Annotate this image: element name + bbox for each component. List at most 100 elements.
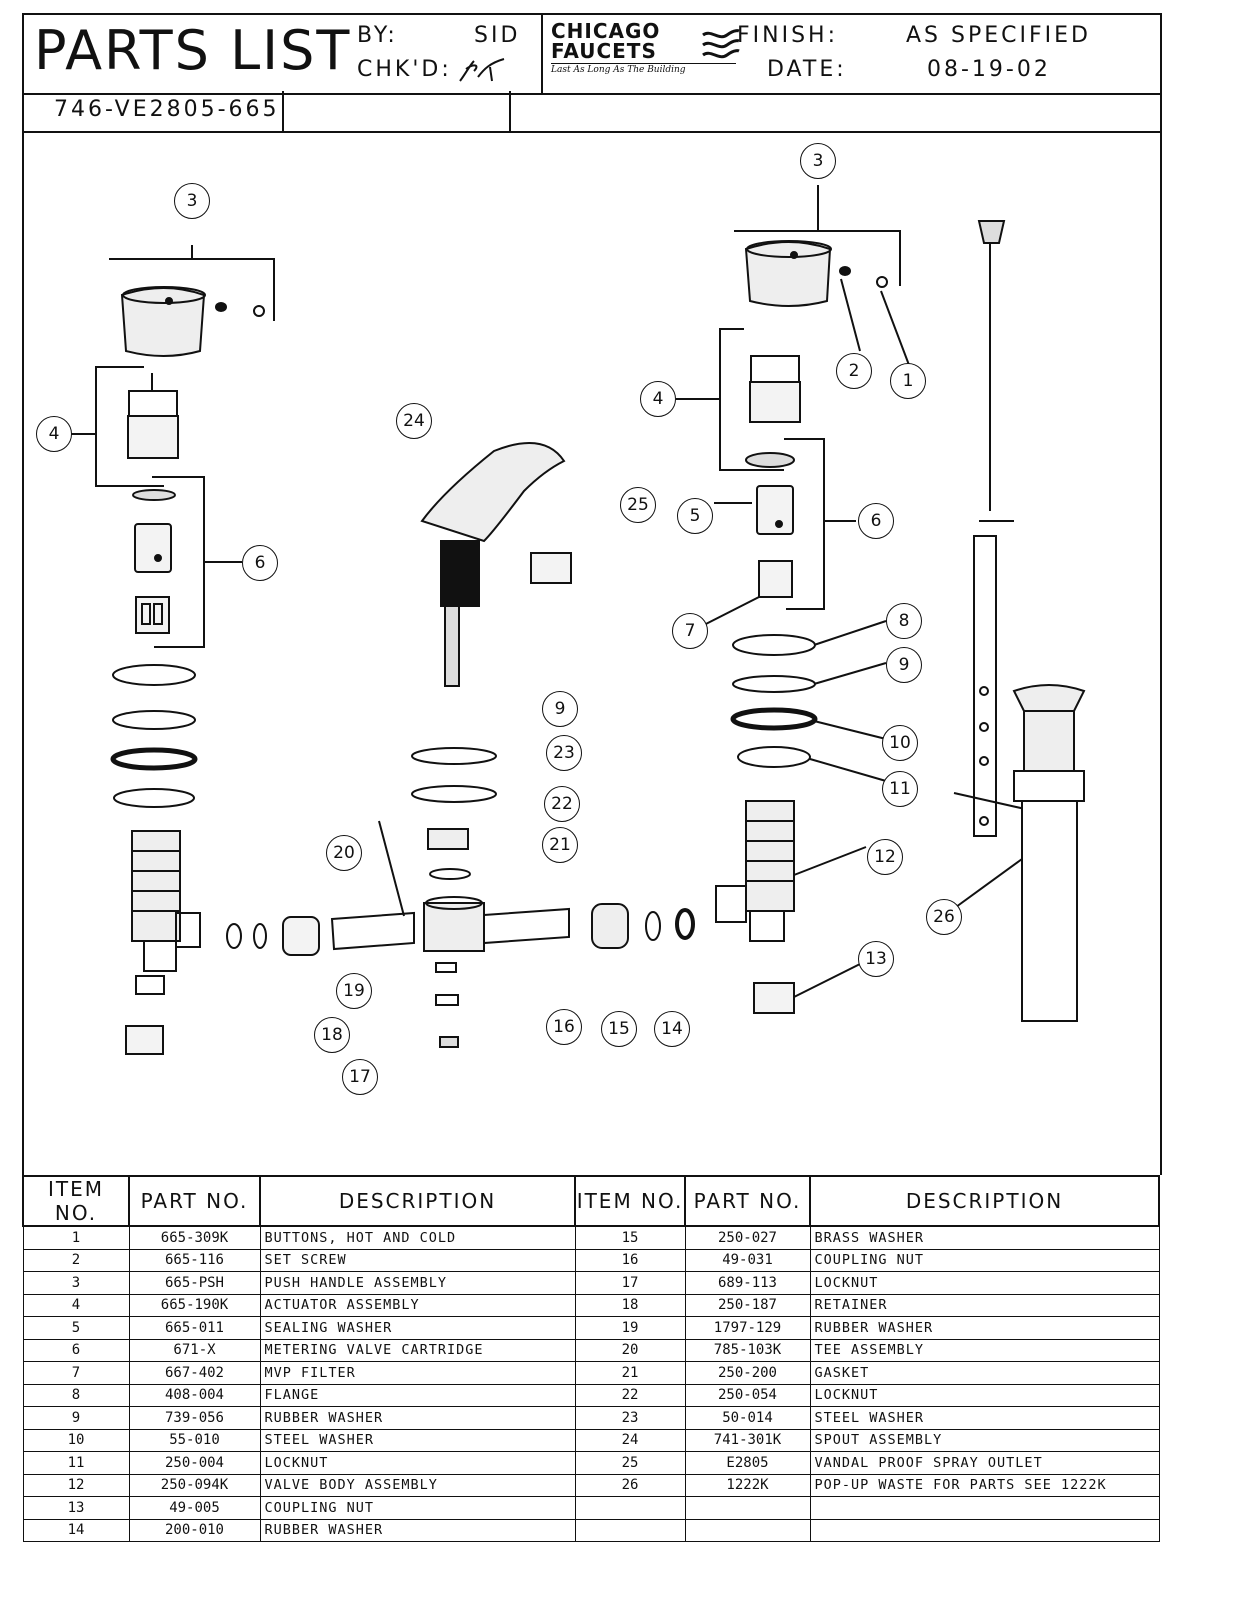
checked-label: CHK'D: [357, 57, 452, 82]
col-description-2: DESCRIPTION [809, 1175, 1160, 1227]
col-item-no: ITEM NO. [22, 1175, 130, 1227]
balloon-12: 12 [867, 839, 903, 875]
balloon-18: 18 [314, 1017, 350, 1053]
part-no-cell: 250-054 [684, 1383, 811, 1407]
item-no-cell: 19 [574, 1316, 686, 1340]
item-no-cell: 4 [22, 1293, 130, 1317]
part-no-cell: 1797-129 [684, 1316, 811, 1340]
part-no-cell: 50-014 [684, 1406, 811, 1430]
balloon-4-left: 4 [36, 416, 72, 452]
parts-list-sheet: PARTS LIST BY: SID CHK'D: CHICAGO FAUCET… [22, 13, 1162, 1560]
model-number: 746-VE2805-665 [54, 97, 280, 122]
item-no-cell: 18 [574, 1293, 686, 1317]
item-no-cell: 2 [22, 1248, 130, 1272]
title-divider [541, 15, 543, 93]
description-cell: BUTTONS, HOT AND COLD [259, 1225, 576, 1250]
description-cell: SPOUT ASSEMBLY [809, 1428, 1160, 1452]
item-no-cell: 17 [574, 1271, 686, 1295]
chicago-faucets-logo: CHICAGO FAUCETS Last As Long As The Buil… [551, 21, 766, 83]
part-no-cell [684, 1496, 811, 1520]
description-cell: RETAINER [809, 1293, 1160, 1317]
description-cell: STEEL WASHER [809, 1406, 1160, 1430]
col-description: DESCRIPTION [259, 1175, 576, 1227]
description-cell: METERING VALVE CARTRIDGE [259, 1338, 576, 1362]
left-valve-body-icon [131, 830, 201, 995]
item-no-cell: 13 [22, 1496, 130, 1520]
part-no-cell: 200-010 [128, 1518, 261, 1542]
checked-signature [459, 58, 505, 82]
balloon-16: 16 [546, 1009, 582, 1045]
col-item-no-2: ITEM NO. [574, 1175, 686, 1227]
item-no-cell [574, 1518, 686, 1542]
col-part-no-2: PART NO. [684, 1175, 811, 1227]
balloon-17: 17 [342, 1059, 378, 1095]
balloon-10: 10 [882, 725, 918, 761]
part-no-cell: 739-056 [128, 1406, 261, 1430]
col-part-no: PART NO. [128, 1175, 261, 1227]
tee-assembly-icon [330, 896, 570, 952]
description-cell: RUBBER WASHER [259, 1406, 576, 1430]
logo-line-1: CHICAGO [551, 19, 661, 43]
balloon-23: 23 [546, 735, 582, 771]
balloon-2: 2 [836, 353, 872, 389]
description-cell: COUPLING NUT [259, 1496, 576, 1520]
item-no-cell: 8 [22, 1383, 130, 1407]
by-label: BY: [357, 23, 398, 48]
balloon-26: 26 [926, 899, 962, 935]
item-no-cell: 1 [22, 1225, 130, 1250]
item-no-cell: 5 [22, 1316, 130, 1340]
balloon-5: 5 [677, 498, 713, 534]
item-no-cell: 22 [574, 1383, 686, 1407]
description-cell: PUSH HANDLE ASSEMBLY [259, 1271, 576, 1295]
table-header-row: ITEM NO. PART NO. DESCRIPTION ITEM NO. P… [22, 1175, 1160, 1227]
part-no-cell: 250-027 [684, 1225, 811, 1250]
part-no-cell: 250-187 [684, 1293, 811, 1317]
part-no-cell: 667-402 [128, 1361, 261, 1385]
finish-label: FINISH: [737, 23, 839, 48]
part-no-cell: 1222K [684, 1473, 811, 1497]
description-cell: STEEL WASHER [259, 1428, 576, 1452]
part-no-cell: 250-094K [128, 1473, 261, 1497]
balloon-8: 8 [886, 603, 922, 639]
item-no-cell: 7 [22, 1361, 130, 1385]
item-no-cell: 20 [574, 1338, 686, 1362]
description-cell: SET SCREW [259, 1248, 576, 1272]
model-divider-2 [509, 91, 511, 131]
item-no-cell: 23 [574, 1406, 686, 1430]
part-no-cell: 665-190K [128, 1293, 261, 1317]
balloon-6-right: 6 [858, 503, 894, 539]
title-block: PARTS LIST BY: SID CHK'D: CHICAGO FAUCET… [22, 13, 1162, 95]
spout-icon [420, 442, 566, 687]
item-no-cell: 9 [22, 1406, 130, 1430]
logo-tagline: Last As Long As The Building [551, 63, 736, 75]
balloon-13: 13 [858, 941, 894, 977]
description-cell: RUBBER WASHER [809, 1316, 1160, 1340]
balloon-7: 7 [672, 613, 708, 649]
finish-value: AS SPECIFIED [906, 23, 1091, 48]
description-cell: VALVE BODY ASSEMBLY [259, 1473, 576, 1497]
part-no-cell: 250-200 [684, 1361, 811, 1385]
item-no-cell: 25 [574, 1451, 686, 1475]
balloon-25: 25 [620, 487, 656, 523]
balloon-9-center: 9 [542, 691, 578, 727]
left-handle-icon [120, 286, 206, 357]
parts-illustration [69, 185, 1086, 1055]
item-no-cell: 10 [22, 1428, 130, 1452]
model-row: 746-VE2805-665 [22, 91, 1162, 133]
description-cell: MVP FILTER [259, 1361, 576, 1385]
balloon-3-left: 3 [174, 183, 210, 219]
balloon-21: 21 [542, 827, 578, 863]
by-value: SID [474, 23, 521, 48]
description-cell: TEE ASSEMBLY [809, 1338, 1160, 1362]
